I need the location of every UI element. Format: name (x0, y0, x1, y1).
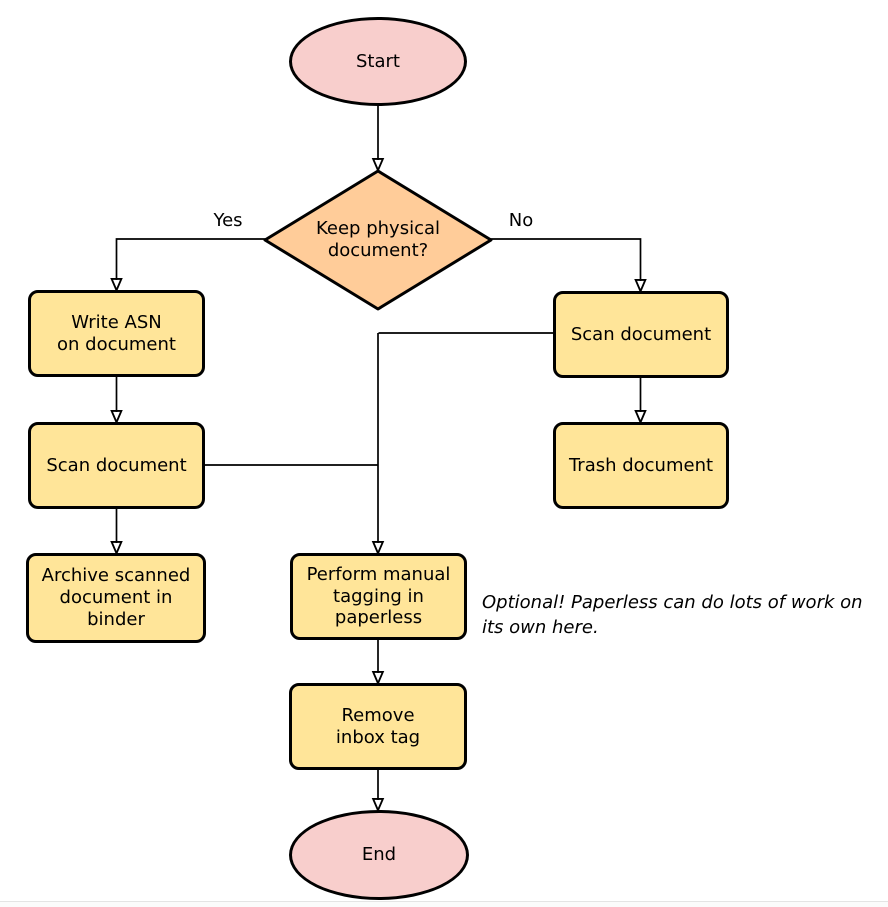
node-scan-document-keep: Scan document (28, 422, 205, 509)
decision-diamond-shape (263, 169, 493, 311)
annotation-optional-note: Optional! Paperless can do lots of work … (482, 592, 863, 638)
node-scan-document-discard: Scan document (553, 291, 729, 378)
node-end: End (289, 810, 469, 900)
node-perform-manual-tagging: Perform manual tagging in paperless (290, 553, 467, 640)
node-trash-document: Trash document (553, 422, 729, 509)
page-boundary-area (0, 902, 888, 907)
node-decision-label: Keep physical document? (316, 218, 440, 261)
page-boundary-line (0, 901, 888, 902)
edge-decision-no (489, 238, 641, 281)
edge-label-no: No (508, 210, 534, 231)
node-start: Start (289, 17, 467, 106)
edge-decision-yes (117, 238, 267, 280)
node-write-asn-on-document: Write ASN on document (28, 290, 205, 377)
node-remove-inbox-tag: Remove inbox tag (289, 683, 467, 770)
edge-label-yes: Yes (213, 210, 243, 231)
node-archive-scanned-document: Archive scanned document in binder (26, 553, 206, 643)
